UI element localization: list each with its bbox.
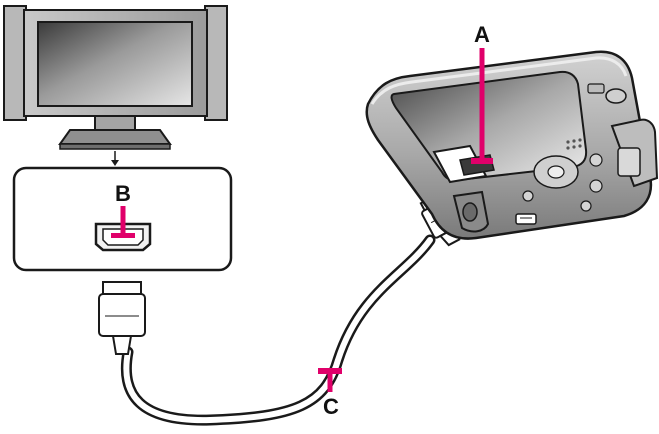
label-a: A [474,22,490,47]
label-b: B [115,181,131,206]
television [3,5,228,150]
cable-plug-tv-end [98,281,146,355]
label-c: C [323,394,339,419]
down-arrow-icon [111,151,119,166]
digital-camera: A [365,22,659,240]
shutter-button-icon [605,88,627,104]
tv-right-panel [204,5,228,121]
tv-left-panel [3,5,27,121]
tv-screen [37,21,193,107]
tv-hdmi-port-panel: B [12,166,233,272]
tv-stand-base [58,129,172,145]
tv-stand-neck [94,115,136,131]
